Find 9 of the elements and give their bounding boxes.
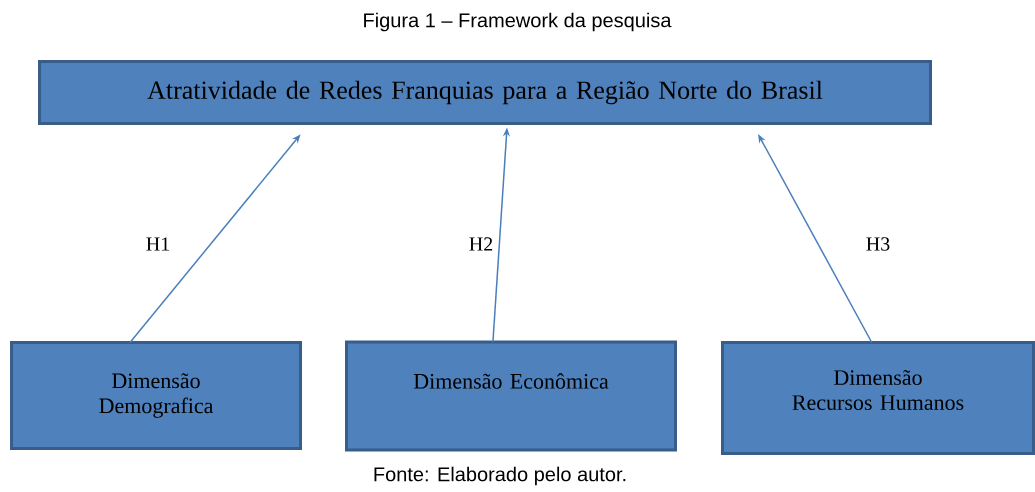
edge-label: H3 — [866, 237, 890, 251]
box: Dimensão Demografica — [10, 341, 302, 450]
edge-label: H1 — [146, 237, 170, 251]
box: Dimensão Econômica — [345, 340, 677, 452]
caption: Fonte: Elaborado pelo autor. — [374, 466, 626, 486]
figure-title: Figura 1 – Framework da pesquisa — [364, 12, 672, 32]
edge-label: H2 — [469, 237, 493, 251]
box: Dimensão Recursos Humanos — [721, 341, 1035, 455]
box: Atratividade de Redes Franquias para a Região Norte do Brasil — [38, 60, 932, 125]
